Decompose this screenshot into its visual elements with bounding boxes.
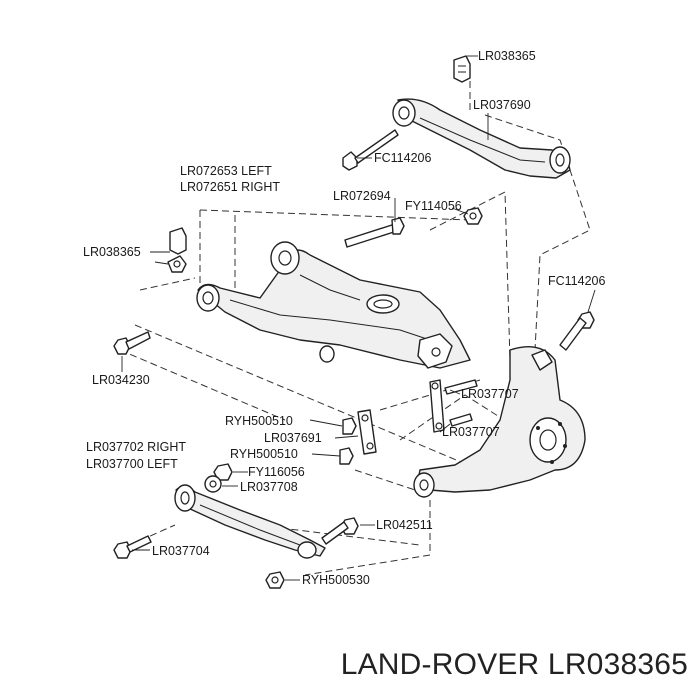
label-ryh500530: RYH500530 <box>302 573 370 587</box>
bolt-lr034230 <box>113 331 151 355</box>
assembly-dashed-lines <box>119 70 591 576</box>
label-lr072651: LR072651 RIGHT <box>180 180 280 194</box>
nut-ryh500530 <box>265 571 285 589</box>
label-lr037691: LR037691 <box>264 431 322 445</box>
label-lr037700: LR037700 LEFT <box>86 457 178 471</box>
bushings <box>204 463 233 493</box>
label-ryh500510-b: RYH500510 <box>230 447 298 461</box>
label-lr037690: LR037690 <box>473 98 531 112</box>
upper-control-arm <box>392 98 571 179</box>
trailing-arm <box>174 484 326 559</box>
wheel-knuckle <box>413 346 586 498</box>
label-fy114056: FY114056 <box>405 199 462 213</box>
clip-bracket-left <box>167 227 187 273</box>
label-lr037704: LR037704 <box>152 544 210 558</box>
toe-link-lr037691 <box>339 409 377 465</box>
bolt-fc114206-right <box>559 311 595 351</box>
lower-control-arm <box>196 241 471 369</box>
leader-lines <box>121 55 596 581</box>
bolt-fc114206-top <box>342 129 399 171</box>
label-lr034230: LR034230 <box>92 373 150 387</box>
bolt-lr042511 <box>321 517 359 545</box>
page-title: LAND-ROVER LR038365 <box>340 648 688 681</box>
label-lr072694: LR072694 <box>333 189 391 203</box>
label-lr038365-left: LR038365 <box>83 245 141 259</box>
part-labels: LR038365 LR037690 FC114206 LR072653 LEFT… <box>83 49 605 587</box>
label-lr072653: LR072653 LEFT <box>180 164 272 178</box>
label-fc114206-right: FC114206 <box>548 274 605 288</box>
label-ryh500510-a: RYH500510 <box>225 414 293 428</box>
clip-bracket-top <box>453 55 471 83</box>
label-lr037707-a: LR037707 <box>461 387 519 401</box>
nut-fy114056 <box>463 207 483 225</box>
label-lr037708: LR037708 <box>240 480 298 494</box>
label-fc114206-top: FC114206 <box>374 151 431 165</box>
bolt-lr072694 <box>344 217 405 248</box>
label-lr037707-b: LR037707 <box>442 425 500 439</box>
label-fy116056: FY116056 <box>248 465 305 479</box>
label-lr037702: LR037702 RIGHT <box>86 440 186 454</box>
label-lr038365-top: LR038365 <box>478 49 536 63</box>
link-lr037707 <box>429 379 478 433</box>
bolt-lr037704 <box>113 535 152 559</box>
label-lr042511: LR042511 <box>376 518 433 532</box>
